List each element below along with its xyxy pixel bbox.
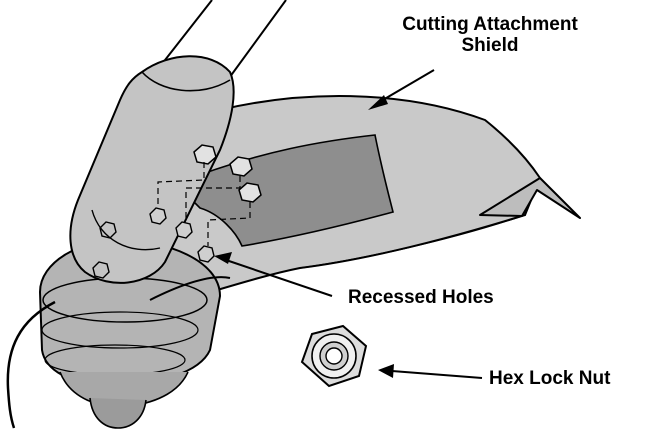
- label-leaders: [214, 69, 483, 379]
- hex-lock-nut-label: Hex Lock Nut: [489, 368, 611, 389]
- cutting-attachment-shield: [124, 95, 581, 316]
- hex-bolts: [193, 144, 262, 203]
- shield-label-line2: Shield: [461, 35, 519, 56]
- recessed-holes-label: Recessed Holes: [348, 287, 494, 308]
- gear-head-arm: [69, 55, 235, 284]
- alignment-guides: [157, 162, 251, 246]
- shield-label: Cutting Attachment Shield: [364, 14, 616, 56]
- recessed-holes: [149, 207, 215, 263]
- hex-lock-nut: [300, 324, 368, 388]
- shield-label-line1: Cutting Attachment: [402, 14, 578, 35]
